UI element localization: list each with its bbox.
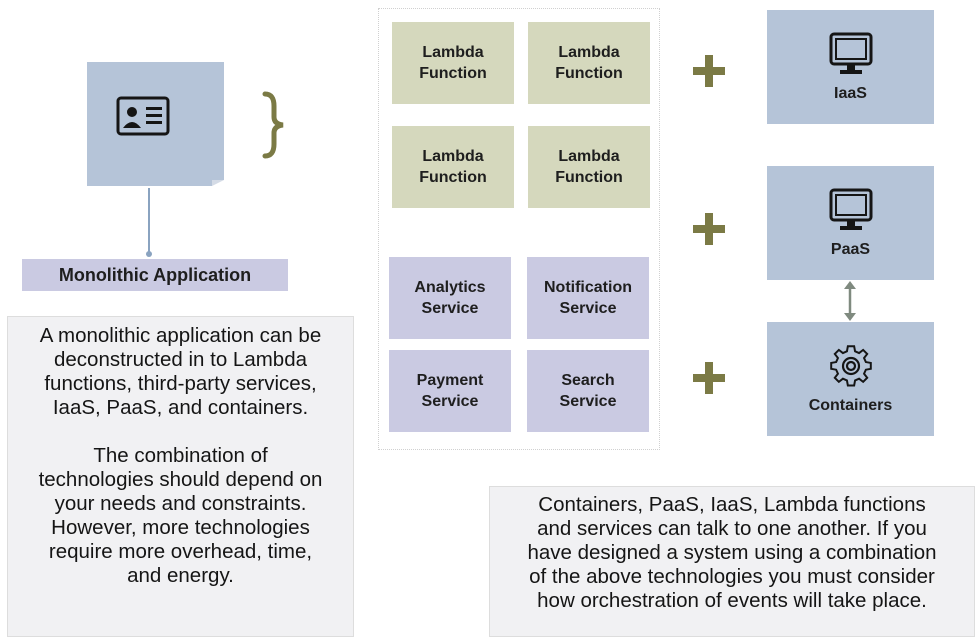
lambda-function-box: Lambda Function [392, 22, 514, 104]
left-note: A monolithic application can be deconstr… [7, 316, 354, 637]
plus-icon [693, 362, 725, 394]
id-card-icon [116, 96, 170, 136]
lambda-function-box: Lambda Function [528, 22, 650, 104]
lambda-function-box: Lambda Function [528, 126, 650, 208]
payment-service-box: Payment Service [389, 350, 511, 432]
service-label: Notification Service [544, 279, 632, 317]
containers-box: Containers [767, 322, 934, 436]
bottom-note: Containers, PaaS, IaaS, Lambda functions… [489, 486, 975, 637]
iaas-box: IaaS [767, 10, 934, 124]
containers-label: Containers [808, 396, 893, 414]
paas-box: PaaS [767, 166, 934, 280]
components-container [378, 8, 660, 450]
monolith-label-text: Monolithic Application [58, 264, 252, 285]
plus-icon [693, 55, 725, 87]
gear-icon [829, 344, 872, 386]
curly-brace-icon [262, 91, 284, 159]
lambda-function-box: Lambda Function [392, 126, 514, 208]
analytics-service-box: Analytics Service [389, 257, 511, 339]
notification-service-box: Notification Service [527, 257, 649, 339]
service-label: Payment Service [416, 372, 484, 410]
service-label: Search Service [559, 372, 617, 410]
lambda-function-label: Lambda Function [555, 148, 623, 186]
lambda-function-label: Lambda Function [419, 148, 487, 186]
double-arrow-icon [844, 281, 856, 321]
monitor-icon [829, 188, 872, 230]
monitor-icon [829, 32, 872, 74]
monolith-label: Monolithic Application [22, 259, 288, 291]
left-note-paragraph-2: The combination of technologies should d… [38, 444, 323, 587]
service-label: Analytics Service [414, 279, 486, 317]
search-service-box: Search Service [527, 350, 649, 432]
monolith-connector [146, 188, 152, 257]
left-note-paragraph-1: A monolithic application can be deconstr… [39, 324, 322, 419]
iaas-label: IaaS [834, 84, 867, 102]
lambda-function-label: Lambda Function [555, 44, 623, 82]
lambda-function-label: Lambda Function [419, 44, 487, 82]
plus-icon [693, 213, 725, 245]
paas-label: PaaS [830, 240, 871, 258]
bottom-note-text: Containers, PaaS, IaaS, Lambda functions… [527, 493, 937, 612]
